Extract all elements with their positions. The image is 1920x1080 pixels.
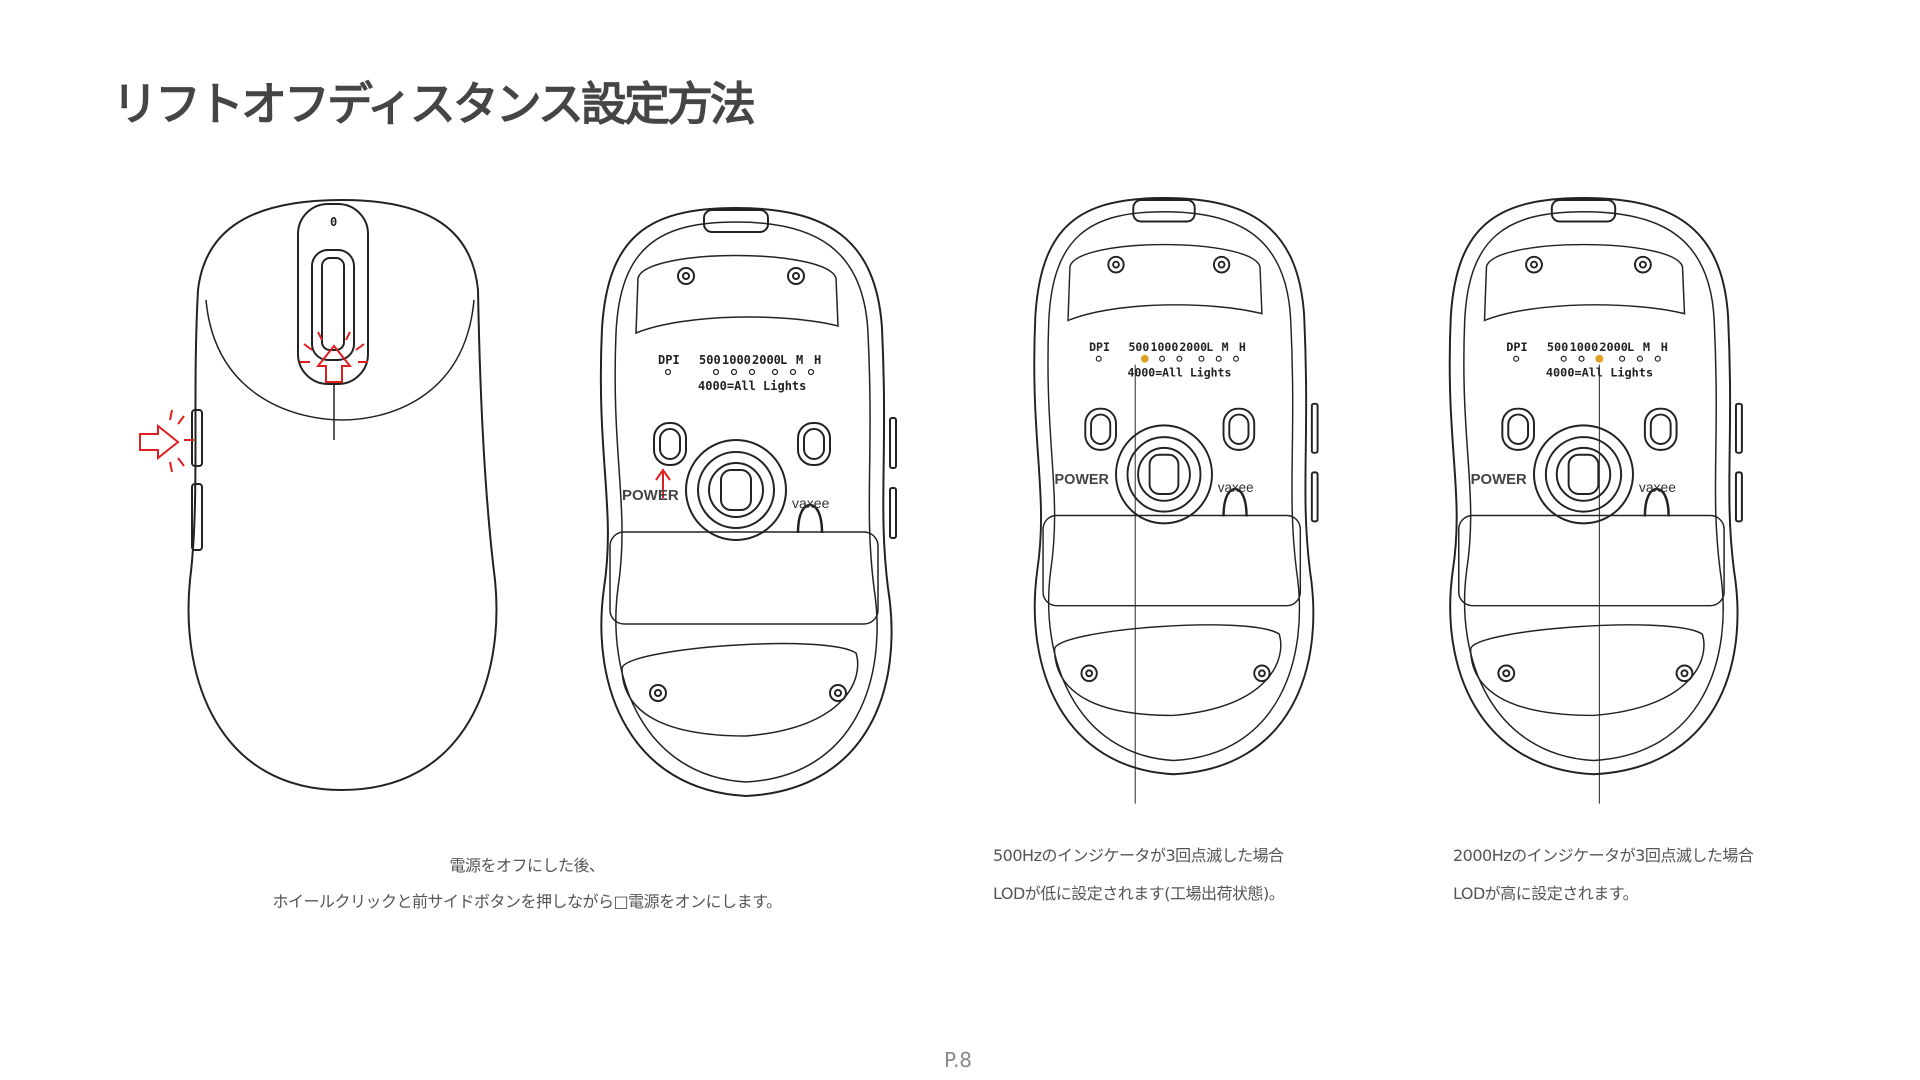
mouse-bottom-view-power: DPI 500 1000 2000 L M H 4000=All Lights … xyxy=(599,206,898,798)
caption-line: 500Hzのインジケータが3回点滅した場合 xyxy=(993,846,1284,865)
mouse-bottom-view-low: DPI 500 1000 2000 L M H 4000=All Lights … xyxy=(1033,196,1319,804)
all-lights-label: 4000=All Lights xyxy=(1128,365,1232,379)
lod-mid-label: M xyxy=(1222,340,1229,354)
all-lights-label: 4000=All Lights xyxy=(1546,365,1653,379)
rate-2000-label: 2000 xyxy=(1599,340,1628,354)
rate-1000-label: 1000 xyxy=(1151,340,1179,354)
dpi-label: DPI xyxy=(1089,340,1110,354)
caption-line: LODが低に設定されます(工場出荷状態)。 xyxy=(993,884,1285,903)
rate-2000-label: 2000 xyxy=(752,353,781,367)
caption-low-lod: 500Hzのインジケータが3回点滅した場合 LODが低に設定されます(工場出荷状… xyxy=(993,837,1285,913)
lod-high-label: H xyxy=(814,353,821,367)
dpi-label: DPI xyxy=(1506,340,1527,354)
caption-step1: 電源をオフにした後、 ホイールクリックと前サイドボタンを押しながら□電源をオンに… xyxy=(227,848,827,920)
brand-logo: vaxee xyxy=(1639,480,1676,495)
caption-line: 電源をオフにした後、 xyxy=(449,856,605,875)
lod-low-label: L xyxy=(1627,340,1634,354)
brand-logo: vaxee xyxy=(1218,480,1254,495)
power-label: POWER xyxy=(622,487,679,504)
mouse-top-view: 0 xyxy=(139,198,498,792)
dpi-label: DPI xyxy=(658,353,680,367)
lod-mid-label: M xyxy=(1643,340,1650,354)
all-lights-label: 4000=All Lights xyxy=(698,379,806,393)
power-arrow-icon xyxy=(655,468,671,498)
wheel-mark: 0 xyxy=(330,215,337,229)
power-label: POWER xyxy=(1471,472,1527,488)
rate-2000-label: 2000 xyxy=(1179,340,1207,354)
caption-high-lod: 2000Hzのインジケータが3回点滅した場合 LODが高に設定されます。 xyxy=(1453,837,1754,913)
page-number: P.8 xyxy=(944,1048,973,1072)
rate-1000-label: 1000 xyxy=(1570,340,1599,354)
lod-high-label: H xyxy=(1661,340,1668,354)
lod-low-label: L xyxy=(780,353,787,367)
page-title: リフトオフディスタンス設定方法 xyxy=(112,77,756,131)
rate-1000-label: 1000 xyxy=(722,353,751,367)
caption-line: LODが高に設定されます。 xyxy=(1453,884,1639,903)
side-button-arrow-icon xyxy=(139,409,194,473)
mouse-bottom-view-high: DPI 500 1000 2000 L M H 4000=All Lights … xyxy=(1448,196,1744,804)
lod-high-label: H xyxy=(1239,340,1246,354)
rate-500-label: 500 xyxy=(1128,340,1149,354)
indicator-500-lit xyxy=(1140,354,1149,363)
caption-line: ホイールクリックと前サイドボタンを押しながら□電源をオンにします。 xyxy=(272,892,782,911)
wheel-click-arrow-icon xyxy=(300,331,368,383)
indicator-2000-lit xyxy=(1595,354,1604,363)
caption-line: 2000Hzのインジケータが3回点滅した場合 xyxy=(1453,846,1754,865)
lod-low-label: L xyxy=(1206,340,1213,354)
brand-logo: vaxee xyxy=(792,495,830,511)
rate-500-label: 500 xyxy=(699,353,721,367)
power-label: POWER xyxy=(1055,472,1110,488)
lod-mid-label: M xyxy=(796,353,803,367)
rate-500-label: 500 xyxy=(1547,340,1568,354)
